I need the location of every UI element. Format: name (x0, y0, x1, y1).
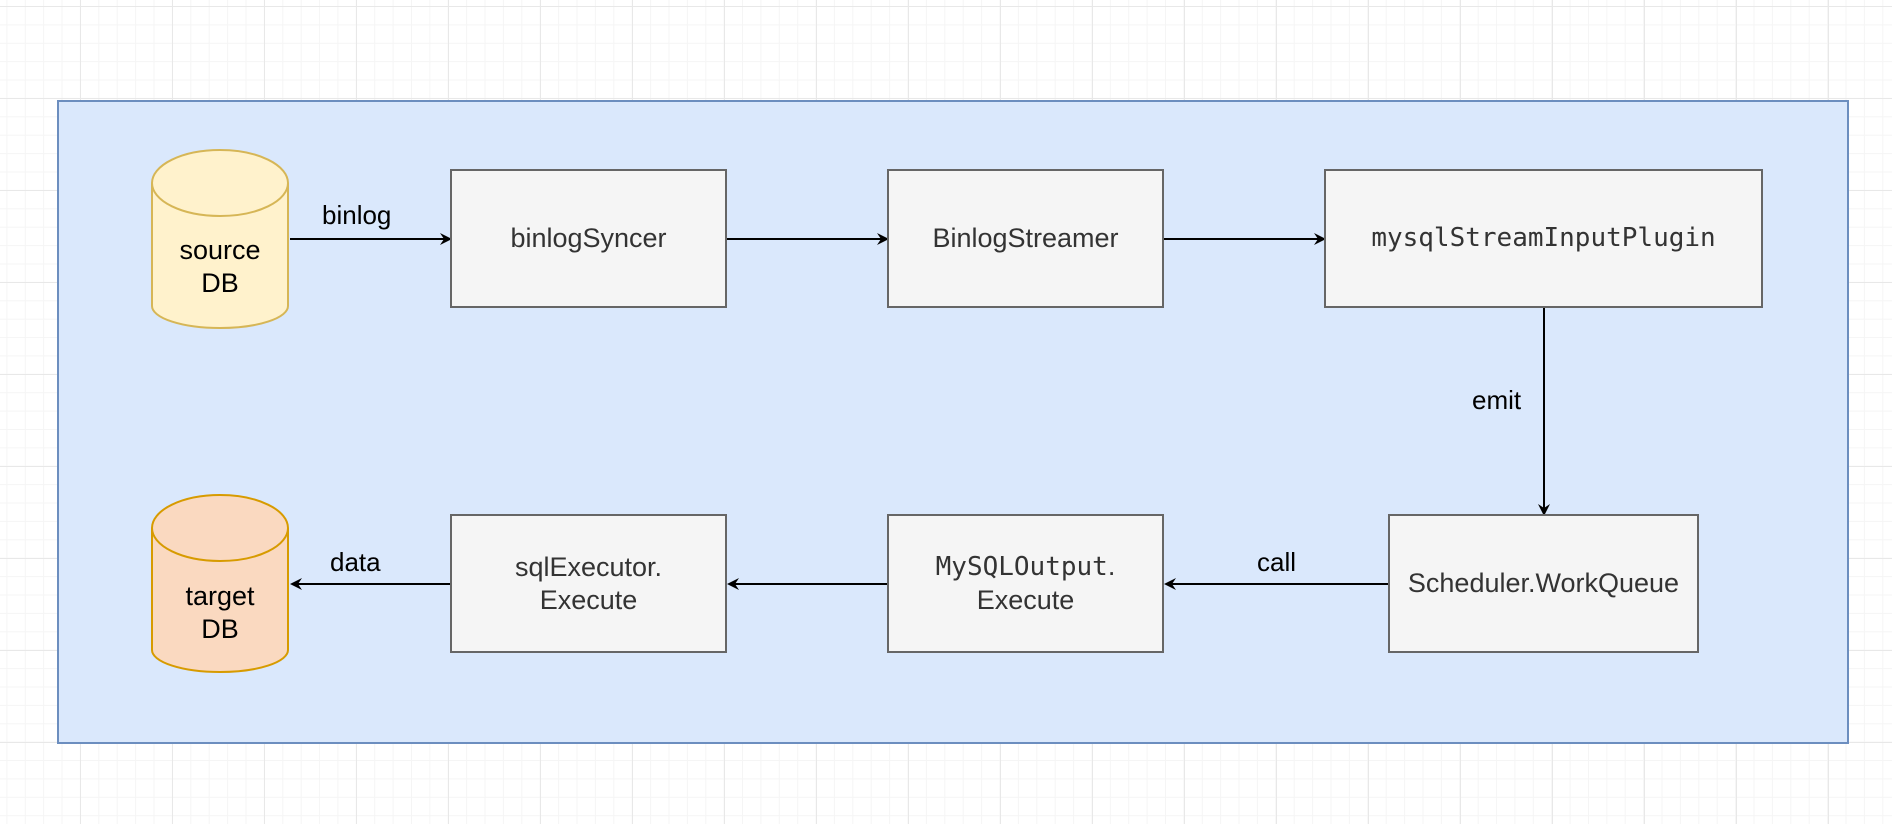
binlog-syncer-box[interactable]: binlogSyncer (450, 169, 727, 308)
target-db-cylinder[interactable] (151, 494, 289, 673)
target-db-line2: DB (201, 614, 239, 644)
source-db-line2: DB (201, 268, 239, 298)
binlog-syncer-label: binlogSyncer (510, 223, 667, 253)
sql-executor-line1: sqlExecutor. (514, 551, 663, 582)
mysql-output-code: MySQLOutput (935, 552, 1108, 582)
source-db-cylinder[interactable] (151, 149, 289, 329)
edge-label-binlog: binlog (322, 200, 392, 230)
binlog-streamer-box[interactable]: BinlogStreamer (887, 169, 1164, 308)
source-db-label: source DB (150, 234, 290, 300)
binlog-streamer-label: BinlogStreamer (932, 223, 1119, 253)
mysql-output-line2: Execute (976, 585, 1075, 615)
scheduler-box[interactable]: Scheduler.WorkQueue (1388, 514, 1699, 653)
target-db-label: target DB (150, 580, 290, 646)
input-plugin-box[interactable]: mysqlStreamInputPlugin (1324, 169, 1763, 308)
mysql-output-suffix: . (1107, 551, 1116, 581)
source-db-line1: source (179, 235, 261, 265)
sql-executor-box[interactable]: sqlExecutor. Execute (450, 514, 727, 653)
input-plugin-label: mysqlStreamInputPlugin (1371, 223, 1716, 253)
edge-label-call: call (1257, 547, 1297, 577)
edge-label-data: data (330, 547, 381, 577)
sql-executor-line2: Execute (539, 584, 638, 615)
target-db-line1: target (185, 581, 255, 611)
mysql-output-box[interactable]: MySQLOutput. Execute (887, 514, 1164, 653)
scheduler-label: Scheduler.WorkQueue (1407, 568, 1680, 598)
edge-label-emit: emit (1472, 385, 1522, 415)
